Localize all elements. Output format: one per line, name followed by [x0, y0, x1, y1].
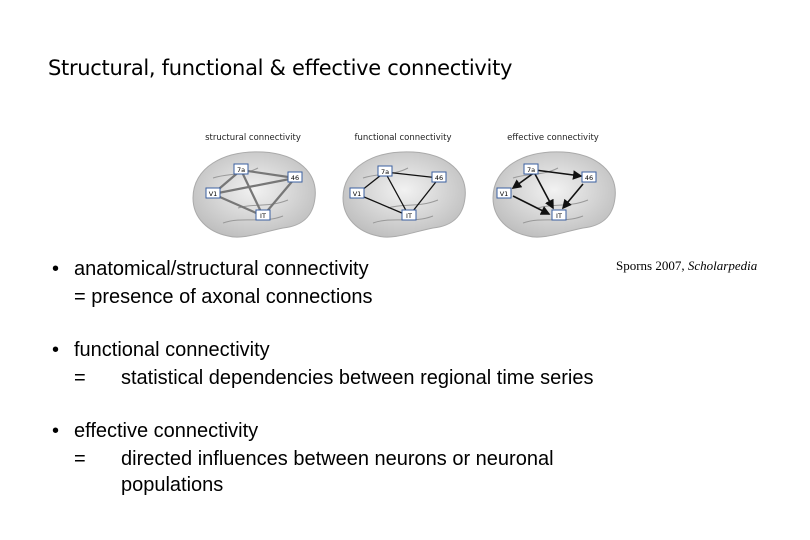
- node-it-effective: IT: [556, 212, 562, 220]
- bullet-definition: directed influences between neurons or n…: [121, 448, 554, 470]
- functional-panel: 7a 46 V1 IT functional connectivity: [333, 128, 473, 248]
- bullet-symbol: •: [52, 258, 60, 280]
- node-46-effective: 46: [585, 174, 593, 182]
- slide-title: Structural, functional & effective conne…: [48, 56, 513, 80]
- structural-label: structural connectivity: [205, 133, 301, 143]
- bullet-heading: effective connectivity: [74, 420, 259, 442]
- brain-diagram-functional: 7a 46 V1 IT: [342, 151, 466, 238]
- citation-author: Sporns 2007,: [616, 258, 688, 273]
- bullet-heading: anatomical/structural connectivity: [74, 258, 369, 280]
- bullet-symbol: •: [52, 339, 60, 361]
- node-7a-effective: 7a: [527, 166, 535, 174]
- node-7a-functional: 7a: [381, 168, 389, 176]
- node-v1-functional: V1: [353, 190, 362, 198]
- brain-diagram-structural: 7a 46 V1 IT: [192, 151, 316, 238]
- bullet-definition: statistical dependencies between regiona…: [121, 367, 594, 389]
- bullet-equals: =: [74, 367, 86, 389]
- bullet-symbol: •: [52, 420, 60, 442]
- node-it-structural: IT: [260, 212, 266, 220]
- citation: Sporns 2007, Scholarpedia: [616, 258, 757, 274]
- citation-source: Scholarpedia: [687, 258, 758, 273]
- node-it-functional: IT: [406, 212, 412, 220]
- functional-label: functional connectivity: [354, 133, 452, 143]
- bullet-definition: = presence of axonal connections: [74, 286, 373, 308]
- bullet-equals: =: [74, 448, 86, 470]
- node-46-functional: 46: [435, 174, 443, 182]
- node-7a-structural: 7a: [237, 166, 245, 174]
- bullet-heading: functional connectivity: [74, 339, 270, 361]
- node-v1-structural: V1: [209, 190, 218, 198]
- bullet-definition-cont: populations: [121, 474, 224, 496]
- effective-label: effective connectivity: [507, 133, 599, 143]
- connectivity-figure: 7a 46 V1 IT structural connectivity: [183, 128, 625, 248]
- brain-diagram-effective: 7a 46 V1 IT: [492, 151, 616, 238]
- node-v1-effective: V1: [500, 190, 509, 198]
- structural-panel: 7a 46 V1 IT structural connectivity: [183, 128, 323, 248]
- node-46-structural: 46: [291, 174, 299, 182]
- effective-panel: 7a 46 V1 IT effective connectivity: [483, 128, 623, 248]
